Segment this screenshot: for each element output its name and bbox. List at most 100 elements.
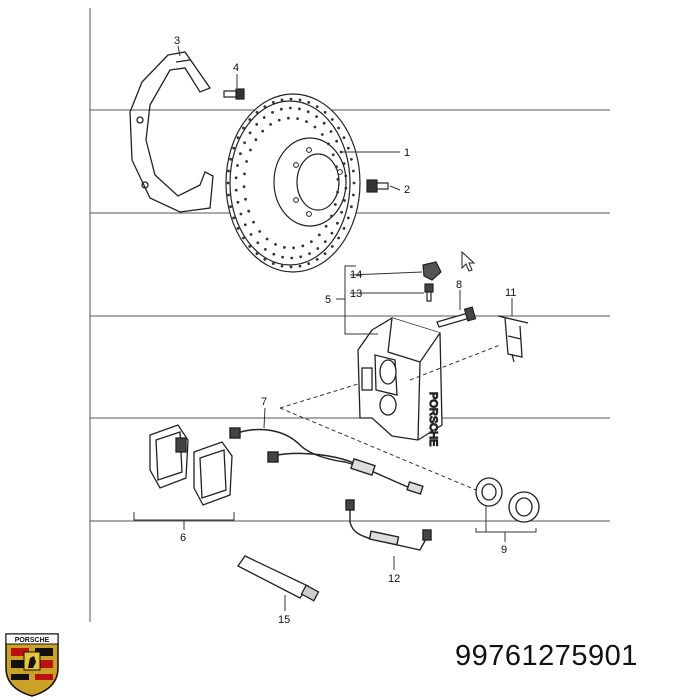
bolt-13 — [424, 283, 434, 302]
drill-hole — [336, 221, 339, 225]
drill-hole — [306, 110, 310, 114]
drill-hole — [344, 174, 348, 178]
drill-hole — [243, 172, 246, 176]
callout-8: 8 — [456, 279, 462, 291]
drill-hole — [226, 181, 230, 185]
drill-hole — [263, 105, 267, 108]
drill-hole — [255, 252, 259, 256]
drill-hole — [352, 169, 355, 173]
drill-hole — [350, 157, 353, 161]
leader-lines — [133, 45, 537, 611]
drill-hole — [308, 252, 311, 256]
drill-hole — [288, 106, 292, 110]
drill-hole — [242, 126, 245, 130]
drill-hole — [335, 165, 338, 169]
callout-5: 5 — [325, 294, 331, 306]
drill-hole — [299, 255, 303, 259]
drill-hole — [336, 177, 340, 181]
callout-14: 14 — [350, 269, 362, 281]
piston-seals — [475, 477, 540, 523]
callout-12: 12 — [388, 573, 400, 585]
frame-lines — [89, 8, 610, 622]
callout-3: 3 — [174, 35, 180, 47]
drill-hole — [255, 123, 259, 126]
drill-hole — [274, 243, 277, 246]
drill-hole — [287, 116, 290, 120]
drill-hole — [337, 236, 340, 240]
drill-hole — [290, 256, 294, 260]
drill-hole — [330, 245, 334, 248]
drill-hole — [243, 141, 247, 145]
drill-hole — [242, 185, 246, 189]
drill-hole — [248, 118, 252, 121]
drill-hole — [263, 258, 267, 261]
drill-hole — [323, 240, 327, 244]
drill-hole — [279, 107, 283, 111]
drill-hole — [232, 216, 236, 220]
drill-hole — [236, 200, 240, 204]
drill-hole — [255, 110, 259, 114]
drill-hole — [339, 150, 343, 154]
drill-hole — [271, 262, 275, 265]
brake-disc — [225, 93, 361, 273]
drill-hole — [289, 97, 293, 101]
brake-pads — [149, 424, 233, 506]
drill-hole — [350, 205, 353, 209]
callout-15: 15 — [278, 614, 290, 626]
bolt-4 — [223, 88, 245, 100]
grease-tube-15 — [237, 555, 320, 602]
drill-hole — [243, 223, 247, 227]
drill-hole — [315, 105, 319, 108]
drill-hole — [335, 139, 339, 143]
assembly-dashes — [279, 344, 501, 491]
drill-hole — [289, 265, 293, 269]
cursor-arrow-icon — [461, 250, 476, 272]
disc-drill-holes — [226, 97, 356, 269]
drill-hole — [320, 133, 324, 136]
drill-hole — [249, 148, 252, 152]
drill-hole — [247, 209, 251, 213]
callout-7: 7 — [261, 396, 267, 408]
callout-11: 11 — [505, 287, 516, 299]
drill-hole — [346, 216, 350, 220]
drill-hole — [315, 115, 318, 118]
callouts: 3 4 1 2 14 13 5 8 11 7 6 9 12 15 — [174, 35, 516, 626]
svg-text:PORSCHE: PORSCHE — [427, 392, 439, 446]
drill-hole — [331, 153, 335, 157]
drill-hole — [227, 193, 231, 197]
drill-hole — [330, 118, 334, 121]
drill-hole — [229, 157, 233, 161]
drill-hole — [342, 136, 346, 140]
drill-hole — [269, 123, 272, 126]
porsche-crest-icon: PORSCHE — [5, 633, 59, 697]
drill-hole — [271, 111, 274, 114]
drill-hole — [316, 247, 320, 250]
drill-hole — [227, 169, 231, 173]
drill-hole — [342, 227, 346, 230]
drill-hole — [234, 188, 238, 192]
splash-shield — [129, 51, 214, 213]
drill-hole — [258, 230, 262, 233]
brake-line-12 — [345, 499, 432, 551]
drill-hole — [244, 197, 247, 201]
drill-hole — [236, 227, 240, 230]
callout-1: 1 — [404, 147, 410, 159]
drill-hole — [256, 241, 260, 245]
drill-hole — [317, 233, 321, 237]
drill-hole — [343, 199, 346, 202]
drill-hole — [281, 255, 284, 259]
drill-hole — [248, 245, 252, 248]
wear-sensor-7 — [229, 427, 424, 495]
drill-hole — [245, 160, 249, 163]
drill-hole — [327, 142, 330, 146]
drill-hole — [313, 125, 317, 129]
drill-hole — [249, 233, 253, 236]
drill-hole — [352, 181, 356, 185]
drill-hole — [292, 246, 295, 250]
drill-hole — [229, 205, 233, 209]
drill-hole — [329, 130, 333, 133]
drill-hole — [236, 136, 240, 140]
drill-hole — [296, 117, 299, 120]
drill-hole — [330, 214, 333, 218]
